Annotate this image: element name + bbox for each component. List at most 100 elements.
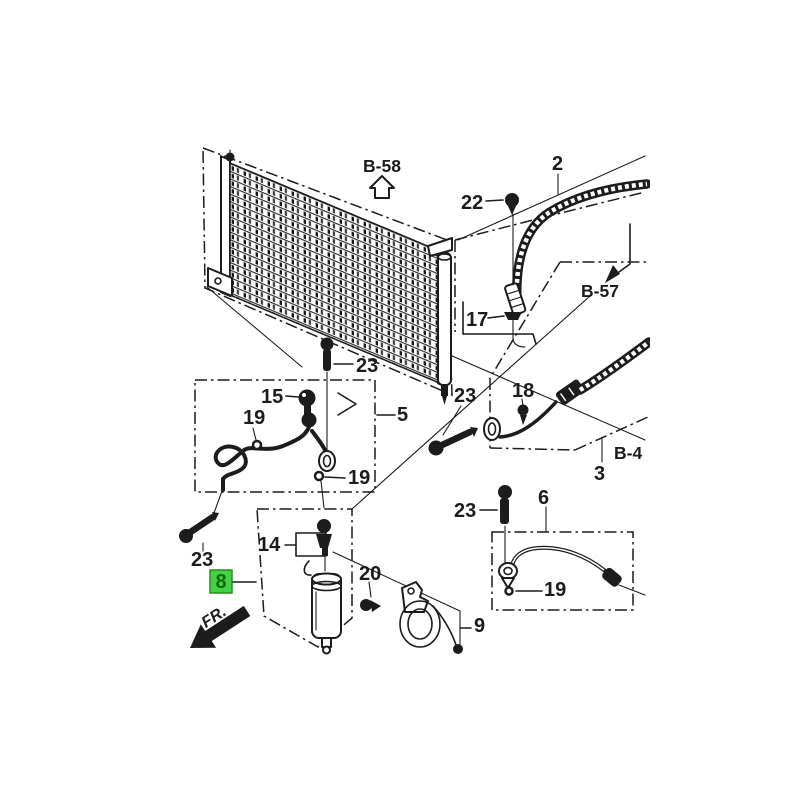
leader-22 [485, 199, 504, 202]
part-label-15[interactable]: 15 [261, 386, 283, 408]
box2-bottom-bracket [462, 301, 537, 345]
highlight-box-8[interactable] [209, 569, 233, 594]
bolt-22 [505, 193, 519, 207]
valve-14-ball [317, 519, 331, 533]
valve-14-body [316, 534, 332, 548]
bolt-18-tip [520, 415, 527, 425]
reference-b58: B-58 [363, 156, 401, 199]
pipe3-path [498, 400, 558, 439]
box2-top-edge [454, 191, 646, 241]
bolt-22-tip [508, 206, 516, 215]
receiver-cap-line [437, 253, 452, 261]
part-label-23a[interactable]: 23 [356, 355, 378, 377]
bolt-23c-tip [470, 427, 478, 437]
part-label-2[interactable]: 2 [552, 153, 563, 175]
part-label-19a[interactable]: 19 [243, 407, 265, 429]
part-label-20[interactable]: 20 [359, 563, 381, 585]
part-label-5[interactable]: 5 [397, 404, 408, 426]
box5 [194, 379, 376, 493]
leader-18 [521, 398, 524, 407]
clamp-band-bolt [453, 644, 463, 654]
receiver-bottom-bolt [441, 385, 448, 396]
grommet-19b [313, 470, 325, 482]
reference-label-b57[interactable]: B-57 [581, 281, 619, 301]
nut-17 [504, 312, 522, 320]
leader-line [419, 341, 646, 441]
condenser-receiver-column [437, 252, 452, 386]
hose2-end-fitting [504, 282, 527, 316]
fitting-15-stem [304, 404, 311, 416]
part-label-19d[interactable]: 19 [544, 579, 566, 601]
pipe5-to-dryer-line [320, 480, 325, 509]
part-label-8[interactable]: 8 [215, 571, 226, 593]
hose3-weave [578, 340, 651, 392]
box3-left-diagonal [489, 261, 561, 379]
part-label-19b[interactable]: 19 [348, 467, 370, 489]
pipe6-port-inner [503, 566, 513, 576]
part-label-14[interactable]: 14 [258, 534, 281, 556]
ac-pipe-assembly-5: 23 15 19 19 5 23 [179, 337, 408, 571]
part-label-3[interactable]: 3 [594, 463, 605, 485]
leader-19b [324, 476, 346, 479]
leader-19a [252, 427, 257, 441]
part-label-18[interactable]: 18 [512, 380, 534, 402]
pipe5-port-inner [322, 454, 332, 468]
condenser-assembly [202, 146, 453, 405]
pipe6-end-fitting [602, 567, 622, 587]
whitespace-mask [650, 0, 800, 800]
pipe6-highlight [511, 546, 605, 571]
reference-label-b58[interactable]: B-58 [363, 156, 401, 176]
receiver-dryer-assembly-8: 14 8 [209, 508, 353, 655]
part-label-23b[interactable]: 23 [191, 549, 213, 571]
arrow-up-icon [369, 175, 395, 199]
fr-arrow-icon [190, 605, 251, 648]
condenser-top-bracket [427, 237, 453, 257]
leader-line [206, 286, 303, 368]
leader-lines [206, 155, 646, 612]
pipe6-elbow-port [498, 562, 518, 580]
bolt-23a-head [320, 337, 334, 351]
reference-label-b4[interactable]: B-4 [614, 443, 642, 463]
hose2-weave [514, 181, 648, 305]
leader-23c [442, 405, 462, 436]
part-label-6[interactable]: 6 [538, 487, 549, 509]
clamp-ring-outer [399, 600, 441, 648]
part-label-9[interactable]: 9 [474, 615, 485, 637]
bolt-23a-shaft [323, 349, 331, 371]
bolt-23b-shaft [185, 513, 217, 537]
arrow-down-left-icon [605, 265, 620, 283]
box6 [491, 531, 634, 611]
fitting-15-shine [302, 393, 306, 397]
grommet-19a [251, 439, 263, 451]
bracket-hole [214, 277, 222, 285]
bolt-23c-head [428, 440, 444, 456]
reference-b57: B-57 [581, 223, 631, 301]
pipe5-loop-path [213, 425, 311, 492]
condenser-lower-bracket [207, 267, 233, 297]
discharge-hose-assembly-2: 22 2 17 [454, 153, 652, 348]
dryer-pigtail-tube [303, 560, 312, 576]
pipe6-lower-bracket [501, 577, 515, 589]
leader-line [332, 551, 461, 612]
pipe-clamp-assembly-9: 20 9 [359, 563, 485, 654]
box3-bottom-edge [489, 447, 576, 451]
condenser-fin-grid [229, 161, 439, 384]
leader-15 [285, 395, 299, 398]
fitting-15-upper [298, 389, 316, 407]
part-label-23d[interactable]: 23 [454, 500, 476, 522]
part-label-22[interactable]: 22 [461, 192, 483, 214]
pipe5-chevron [337, 392, 357, 416]
part-label-17[interactable]: 17 [466, 309, 488, 331]
condenser-core [220, 155, 448, 389]
front-direction-indicator: FR. [190, 603, 251, 648]
pipe6-tail-line [618, 584, 646, 596]
part-label-23c[interactable]: 23 [454, 385, 476, 407]
nut17-hook [512, 337, 526, 348]
bolt-23b-tip [212, 512, 219, 521]
pipe3-port [483, 417, 501, 441]
grommet-19d [504, 586, 514, 596]
leader-line [457, 155, 646, 241]
receiver-bolt-tip [442, 396, 447, 405]
valve-14-stem [322, 548, 328, 556]
